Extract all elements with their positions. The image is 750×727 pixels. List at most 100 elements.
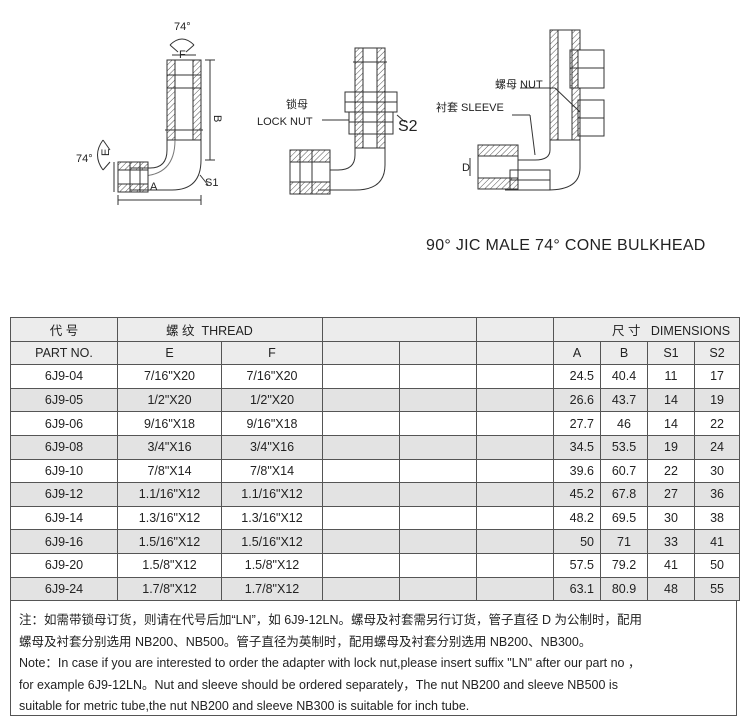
- note-en-line: Note：In case if you are interested to or…: [19, 656, 641, 670]
- table-row: 6J9-24 1.7/8"X12 1.7/8"X12 63.1 80.9 48 …: [10, 576, 741, 602]
- a-header: A: [553, 340, 601, 366]
- dimensions-header: 尺 寸 DIMENSIONS: [552, 317, 741, 342]
- s2-cell: 36: [693, 482, 741, 507]
- a-cell: 27.7: [553, 411, 601, 436]
- s1-cell: 30: [647, 505, 695, 531]
- b-cell: 79.2: [600, 552, 648, 578]
- s1-cell: 14: [647, 387, 695, 413]
- table-row: 6J9-10 7/8"X14 7/8"X14 39.6 60.7 22 30: [10, 458, 741, 484]
- thread-cn-label: 螺 纹: [166, 323, 195, 338]
- f-cell: 1.1/16"X12: [221, 482, 323, 507]
- elbow-nut-sleeve-drawing: [469, 29, 605, 191]
- s1-cell: 19: [647, 434, 695, 460]
- blank-cell: [399, 364, 477, 389]
- s1-cell: 48: [647, 576, 695, 602]
- blank-cell: [476, 387, 554, 413]
- a-cell: 24.5: [553, 364, 601, 389]
- code-cn-header: 代 号: [10, 317, 118, 342]
- a-cell: 39.6: [553, 458, 601, 484]
- angle-left-label: 74°: [76, 153, 93, 165]
- e-cell: 7/16"X20: [117, 364, 222, 389]
- blank-cell: [476, 552, 554, 578]
- part-cell: 6J9-24: [10, 576, 118, 602]
- blank-cell: [399, 387, 477, 413]
- f-cell: 1.7/8"X12: [221, 576, 323, 602]
- b-cell: 69.5: [600, 505, 648, 531]
- s2-cell: 24: [693, 434, 741, 460]
- a-cell: 63.1: [553, 576, 601, 602]
- e-header: E: [117, 340, 222, 366]
- dimensions-en-label: DIMENSIONS: [650, 323, 731, 338]
- blank-cell: [476, 434, 554, 460]
- s2-cell: 22: [693, 411, 741, 436]
- a-cell: 48.2: [553, 505, 601, 531]
- s1-cell: 33: [647, 529, 695, 554]
- e-cell: 7/8"X14: [117, 458, 222, 484]
- e-cell: 1.1/16"X12: [117, 482, 222, 507]
- e-cell: 1.3/16"X12: [117, 505, 222, 531]
- note-en-line: for example 6J9-12LN。Nut and sleeve shou…: [19, 677, 618, 692]
- spec-table: 代 号 螺 纹 THREAD 尺 寸 DIMENSIONS PART NO. E…: [10, 317, 741, 602]
- dimensions-cn-label: 尺 寸: [612, 323, 641, 338]
- blank-cell: [322, 340, 400, 366]
- a-cell: 57.5: [553, 552, 601, 578]
- s1-cell: 22: [647, 458, 695, 484]
- e-cell: 1.7/8"X12: [117, 576, 222, 602]
- blank-cell: [322, 387, 400, 413]
- blank-cell: [399, 458, 477, 484]
- f-cell: 1/2"X20: [221, 387, 323, 413]
- part-no-header: PART NO.: [10, 340, 118, 366]
- blank-cell: [399, 411, 477, 436]
- elbow-locknut-drawing: [289, 47, 406, 195]
- a-cell: 45.2: [553, 482, 601, 507]
- blank-cell: [399, 529, 477, 554]
- angle-top-label: 74°: [174, 21, 191, 33]
- b-cell: 53.5: [600, 434, 648, 460]
- s2-cell: 50: [693, 552, 741, 578]
- b-cell: 67.8: [600, 482, 648, 507]
- e-cell: 9/16"X18: [117, 411, 222, 436]
- b-cell: 80.9: [600, 576, 648, 602]
- blank-cell: [476, 458, 554, 484]
- blank-cell: [476, 576, 554, 602]
- header-row-1: 代 号 螺 纹 THREAD 尺 寸 DIMENSIONS: [10, 317, 741, 342]
- s1-cell: 11: [647, 364, 695, 389]
- blank-cell: [322, 411, 400, 436]
- b-cell: 60.7: [600, 458, 648, 484]
- notes-box: 注：如需带锁母订货，则请在代号后加“LN”，如 6J9-12LN。螺母及衬套需另…: [10, 601, 737, 716]
- dim-b-label: B: [211, 115, 223, 122]
- s2-cell: 41: [693, 529, 741, 554]
- dim-e-label: E: [100, 149, 112, 156]
- s2-cell: 55: [693, 576, 741, 602]
- b-cell: 40.4: [600, 364, 648, 389]
- table-row: 6J9-16 1.5/16"X12 1.5/16"X12 50 71 33 41: [10, 529, 741, 554]
- thread-en-label: THREAD: [201, 323, 253, 338]
- product-title: 90° JIC MALE 74° CONE BULKHEAD: [426, 237, 706, 254]
- table-row: 6J9-05 1/2"X20 1/2"X20 26.6 43.7 14 19: [10, 387, 741, 413]
- s2-header: S2: [693, 340, 741, 366]
- f-header: F: [221, 340, 323, 366]
- note-cn-line: 螺母及衬套分别选用 NB200、NB500。管子直径为英制时，配用螺母及衬套分别…: [19, 634, 592, 649]
- part-cell: 6J9-04: [10, 364, 118, 389]
- blank-cell: [399, 505, 477, 531]
- b-cell: 71: [600, 529, 648, 554]
- part-cell: 6J9-10: [10, 458, 118, 484]
- dim-f-label: F: [179, 49, 186, 61]
- blank-cell: [322, 552, 400, 578]
- dim-d-label: D: [462, 162, 470, 174]
- part-cell: 6J9-16: [10, 529, 118, 554]
- table-row: 6J9-14 1.3/16"X12 1.3/16"X12 48.2 69.5 3…: [10, 505, 741, 531]
- a-cell: 34.5: [553, 434, 601, 460]
- f-cell: 1.5/16"X12: [221, 529, 323, 554]
- f-cell: 9/16"X18: [221, 411, 323, 436]
- blank-cell: [322, 529, 400, 554]
- elbow-dimension-drawing: [97, 38, 215, 205]
- e-cell: 3/4"X16: [117, 434, 222, 460]
- part-cell: 6J9-20: [10, 552, 118, 578]
- s2-cell: 17: [693, 364, 741, 389]
- blank-cell: [399, 552, 477, 578]
- dim-s1-label: S1: [205, 177, 218, 189]
- part-cell: 6J9-05: [10, 387, 118, 413]
- blank-cell: [322, 364, 400, 389]
- part-cell: 6J9-06: [10, 411, 118, 436]
